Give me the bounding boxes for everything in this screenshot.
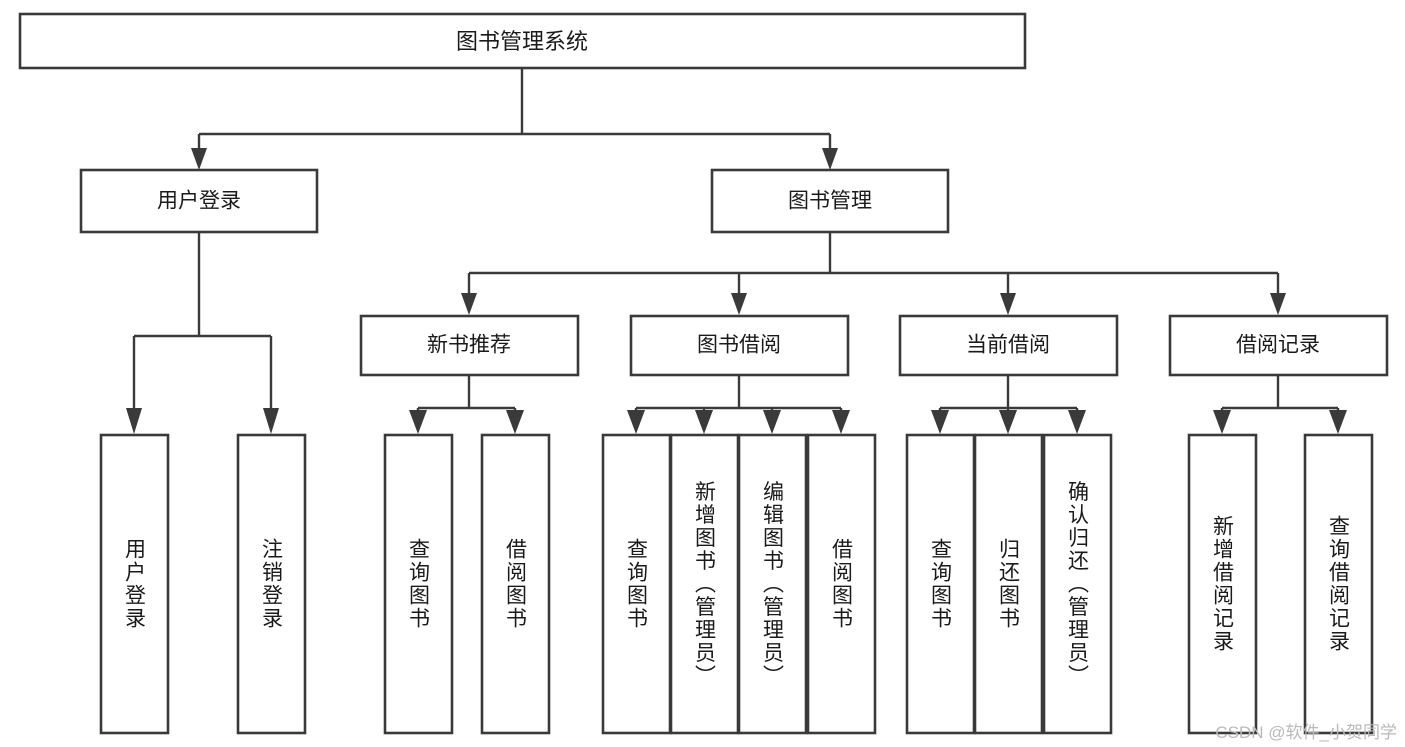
leaf-node-bb-edit-book[interactable]: 编辑图书（管理员）: [737, 433, 808, 735]
leaf-nb-query-book-label: 查询图书: [407, 538, 431, 630]
arrow-head-bb-leaf-3: [763, 410, 781, 434]
arrow-head-bb-leaf-1: [627, 410, 645, 434]
leaf-nb-borrow-book-box: [480, 433, 551, 735]
arrow-head-new-book: [461, 293, 477, 315]
leaf-br-add-record-box: [1187, 433, 1258, 735]
arrow-head-leaf-user-login: [126, 408, 142, 434]
leaf-node-br-add-record[interactable]: 新增借阅记录: [1187, 433, 1258, 735]
arrow-head-cb-leaf-3: [1068, 410, 1086, 434]
leaf-node-cb-return-book[interactable]: 归还图书: [973, 433, 1044, 735]
leaf-nb-query-book-box: [383, 433, 454, 735]
node-book-management-box: [710, 168, 950, 234]
arrow-head-bb-leaf-2: [695, 410, 713, 434]
connector-layer: [126, 68, 1347, 434]
node-book-borrow[interactable]: 图书借阅: [629, 314, 850, 377]
arrow-head-cb-leaf-2: [999, 410, 1017, 434]
leaf-bb-borrow-book-label: 借阅图书: [830, 538, 854, 630]
leaf-bb-borrow-book-box: [806, 433, 877, 735]
leaf-node-nb-borrow-book[interactable]: 借阅图书: [480, 433, 551, 735]
leaf-cb-return-book-box: [973, 433, 1044, 735]
node-user-login-box: [79, 168, 319, 234]
node-book-management[interactable]: 图书管理: [710, 168, 950, 234]
arrow-head-bb-leaf-4: [832, 410, 850, 434]
leaf-node-br-query-record[interactable]: 查询借阅记录: [1303, 433, 1374, 735]
leaf-nb-borrow-book-label: 借阅图书: [504, 538, 528, 630]
node-current-borrow-box: [898, 314, 1119, 377]
node-book-management-label: 图书管理: [788, 190, 872, 213]
leaf-user-login-box: [99, 433, 170, 735]
leaf-br-query-record-label: 查询借阅记录: [1327, 515, 1351, 653]
leaf-bb-add-book-box: [669, 433, 740, 735]
leaf-bb-add-book-label: 新增图书（管理员）: [693, 481, 717, 688]
arrow-head-nb-leaf-2: [506, 410, 524, 434]
node-book-borrow-label: 图书借阅: [697, 334, 781, 357]
leaf-logout-box: [236, 433, 307, 735]
arrow-head-leaf-logout: [263, 408, 279, 434]
leaf-br-query-record-box: [1303, 433, 1374, 735]
csdn-watermark: CSDN @软件_小贺同学: [1215, 723, 1397, 742]
arrow-head-book-borrow: [731, 293, 747, 315]
leaf-node-bb-borrow-book[interactable]: 借阅图书: [806, 433, 877, 735]
leaf-node-cb-confirm-return[interactable]: 确认归还（管理员）: [1042, 433, 1113, 735]
arrow-head-user-login: [191, 148, 207, 170]
arrow-head-nb-leaf-1: [409, 410, 427, 434]
node-user-login[interactable]: 用户登录: [79, 168, 319, 234]
node-root-system[interactable]: 图书管理系统: [18, 12, 1027, 70]
arrow-head-br-leaf-1: [1213, 410, 1231, 434]
node-current-borrow[interactable]: 当前借阅: [898, 314, 1119, 377]
leaf-user-login-label: 用户登录: [123, 538, 147, 630]
node-borrow-record-box: [1168, 314, 1389, 377]
leaf-node-logout[interactable]: 注销登录: [236, 433, 307, 735]
node-new-book-recommend-label: 新书推荐: [427, 334, 511, 357]
node-user-login-label: 用户登录: [157, 190, 241, 213]
arrow-head-book-mgmt: [822, 148, 838, 170]
leaf-logout-label: 注销登录: [260, 538, 284, 630]
leaf-cb-return-book-label: 归还图书: [997, 538, 1021, 630]
leaf-node-bb-query-book[interactable]: 查询图书: [601, 433, 672, 735]
arrow-head-current-borrow: [1000, 293, 1016, 315]
node-root-box: [18, 12, 1027, 70]
leaf-br-add-record-label: 新增借阅记录: [1211, 515, 1235, 653]
node-book-borrow-box: [629, 314, 850, 377]
leaf-bb-edit-book-label: 编辑图书（管理员）: [761, 481, 785, 688]
leaf-bb-edit-book-box: [737, 433, 808, 735]
arrow-head-borrow-record: [1270, 293, 1286, 315]
leaf-cb-confirm-return-box: [1042, 433, 1113, 735]
node-new-book-recommend[interactable]: 新书推荐: [359, 314, 580, 377]
leaf-node-nb-query-book[interactable]: 查询图书: [383, 433, 454, 735]
leaf-node-cb-query-book[interactable]: 查询图书: [905, 433, 976, 735]
node-borrow-record-label: 借阅记录: [1236, 334, 1320, 357]
leaf-cb-confirm-return-label: 确认归还（管理员）: [1066, 481, 1090, 688]
leaf-cb-query-book-box: [905, 433, 976, 735]
node-root-label: 图书管理系统: [456, 29, 588, 54]
arrow-head-br-leaf-2: [1329, 410, 1347, 434]
leaf-cb-query-book-label: 查询图书: [929, 538, 953, 630]
leaf-node-user-login[interactable]: 用户登录: [99, 433, 170, 735]
node-borrow-record[interactable]: 借阅记录: [1168, 314, 1389, 377]
node-current-borrow-label: 当前借阅: [966, 334, 1050, 357]
leaf-node-bb-add-book[interactable]: 新增图书（管理员）: [669, 433, 740, 735]
leaf-bb-query-book-label: 查询图书: [625, 538, 649, 630]
arrow-head-cb-leaf-1: [931, 410, 949, 434]
node-new-book-recommend-box: [359, 314, 580, 377]
